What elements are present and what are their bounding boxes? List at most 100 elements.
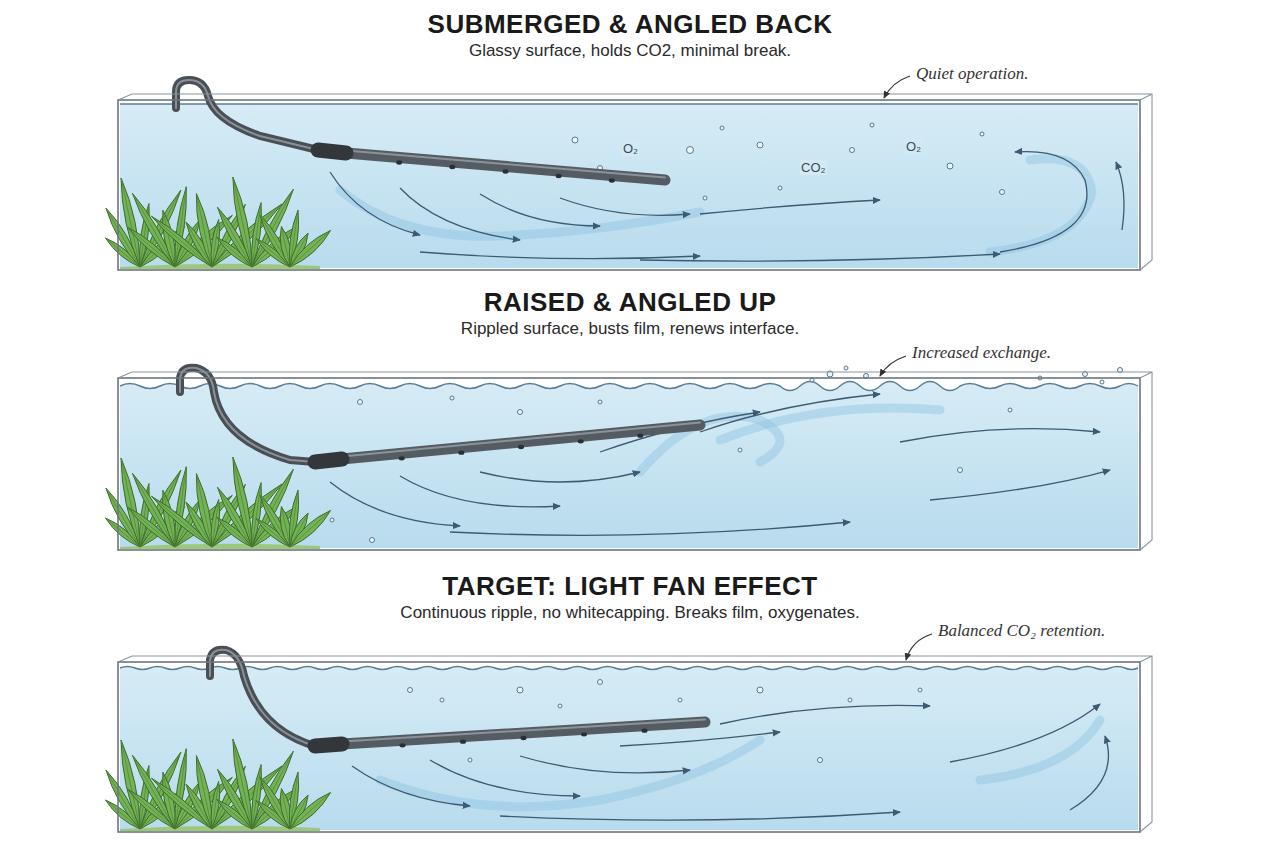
bubble — [330, 518, 334, 522]
water — [120, 667, 1138, 831]
bar-connector — [318, 150, 346, 153]
plant-leaf — [233, 457, 252, 547]
bubble — [703, 196, 707, 200]
plant-leaf — [290, 510, 331, 547]
tank-back-edge — [118, 656, 1152, 832]
hose — [180, 368, 315, 462]
bubble — [778, 186, 782, 190]
bubble — [738, 448, 742, 452]
flow-arrow — [450, 522, 850, 535]
plant-leaf — [121, 178, 140, 267]
leaf-rib — [281, 507, 290, 547]
plant-leaf — [196, 474, 212, 547]
tank-glass — [118, 100, 1140, 270]
leaf-rib — [233, 457, 252, 547]
bubble — [358, 400, 363, 405]
leaf-rib — [252, 469, 293, 547]
bubble — [1000, 190, 1005, 195]
leader-line — [880, 356, 906, 376]
hose — [210, 650, 315, 746]
flow-arrow — [950, 704, 1100, 762]
spray-hole — [503, 169, 509, 173]
bubble — [757, 687, 763, 693]
bubble — [850, 148, 855, 153]
flow-arrow — [500, 812, 900, 820]
panel: RAISED & ANGLED UPRippled surface, busts… — [118, 286, 1142, 344]
annotation: Quiet operation. — [914, 64, 1030, 84]
leaf-rib — [233, 177, 252, 267]
bubble — [1100, 380, 1104, 384]
spray-bar-highlight — [342, 423, 700, 457]
flow-arrow — [640, 254, 1000, 261]
bubble — [678, 698, 682, 702]
spray-bar — [346, 153, 665, 180]
flow-arrow — [720, 705, 930, 724]
bubble — [980, 132, 984, 136]
spray-hole — [518, 445, 524, 449]
plant-leaf — [121, 458, 140, 547]
plant-leaf — [196, 194, 212, 267]
spray-bar-highlight — [342, 720, 705, 742]
bubble — [598, 400, 602, 404]
plant-leaf — [121, 740, 140, 829]
panel: TARGET: LIGHT FAN EFFECTContinuous rippl… — [118, 570, 1142, 628]
spray-hole — [458, 450, 464, 454]
water-surface — [120, 103, 1138, 104]
annotation: Balanced CO₂ retention. — [936, 621, 1107, 641]
bubble — [517, 687, 523, 693]
annotation: Increased exchange. — [910, 343, 1053, 363]
flow-arrow — [330, 482, 460, 526]
leaf-rib — [196, 474, 212, 547]
gas-label: O₂ — [905, 139, 922, 154]
panel-heading: RAISED & ANGLED UP — [118, 286, 1142, 318]
spray-bar — [342, 425, 700, 459]
panel-subtitle: Glassy surface, holds CO2, minimal break… — [118, 40, 1142, 62]
bubble — [720, 126, 724, 130]
leaf-rib — [233, 739, 252, 829]
hose-highlight — [180, 368, 315, 462]
bubble — [1008, 408, 1012, 412]
leaf-rib — [121, 740, 140, 829]
tank-glass — [118, 662, 1140, 832]
leaf-rib — [196, 756, 212, 829]
spray-hole — [400, 743, 406, 747]
spray-hole — [642, 728, 648, 732]
water — [120, 382, 1138, 549]
bubble — [818, 758, 823, 763]
bubble — [558, 704, 562, 708]
leaf-rib — [121, 178, 140, 267]
plant-leaf — [252, 469, 293, 547]
panel: SUBMERGED & ANGLED BACKGlassy surface, h… — [118, 8, 1142, 66]
hose — [176, 80, 318, 150]
bubble — [687, 147, 694, 154]
tank-back-edge — [118, 372, 1152, 550]
leaf-rib — [290, 510, 331, 547]
tank-back-edge — [118, 94, 1152, 270]
bubble — [440, 698, 444, 702]
bubble — [468, 758, 472, 762]
spray-hole — [581, 732, 587, 736]
plant-leaf — [233, 739, 252, 829]
plant-leaf — [233, 177, 252, 267]
spray-hole — [578, 439, 584, 443]
flow-arrow — [400, 188, 520, 240]
water-surface — [120, 667, 1138, 670]
bubble — [918, 688, 922, 692]
flow-arrow — [1000, 152, 1087, 252]
flow-arrow — [900, 429, 1100, 442]
plant-leaf — [290, 792, 331, 829]
bubble — [598, 680, 603, 685]
flow-arrow — [1116, 162, 1124, 230]
bubble — [572, 137, 578, 143]
plant-leaf — [290, 230, 331, 267]
spray-hole — [449, 165, 455, 169]
leaf-rib — [252, 189, 293, 267]
flow-arrow — [620, 732, 780, 746]
plant-leaf — [252, 751, 293, 829]
bubble — [757, 142, 763, 148]
spray-hole — [556, 174, 562, 178]
tank-glass — [118, 378, 1140, 550]
current-swirl — [980, 720, 1100, 780]
current-swirl — [990, 159, 1092, 252]
